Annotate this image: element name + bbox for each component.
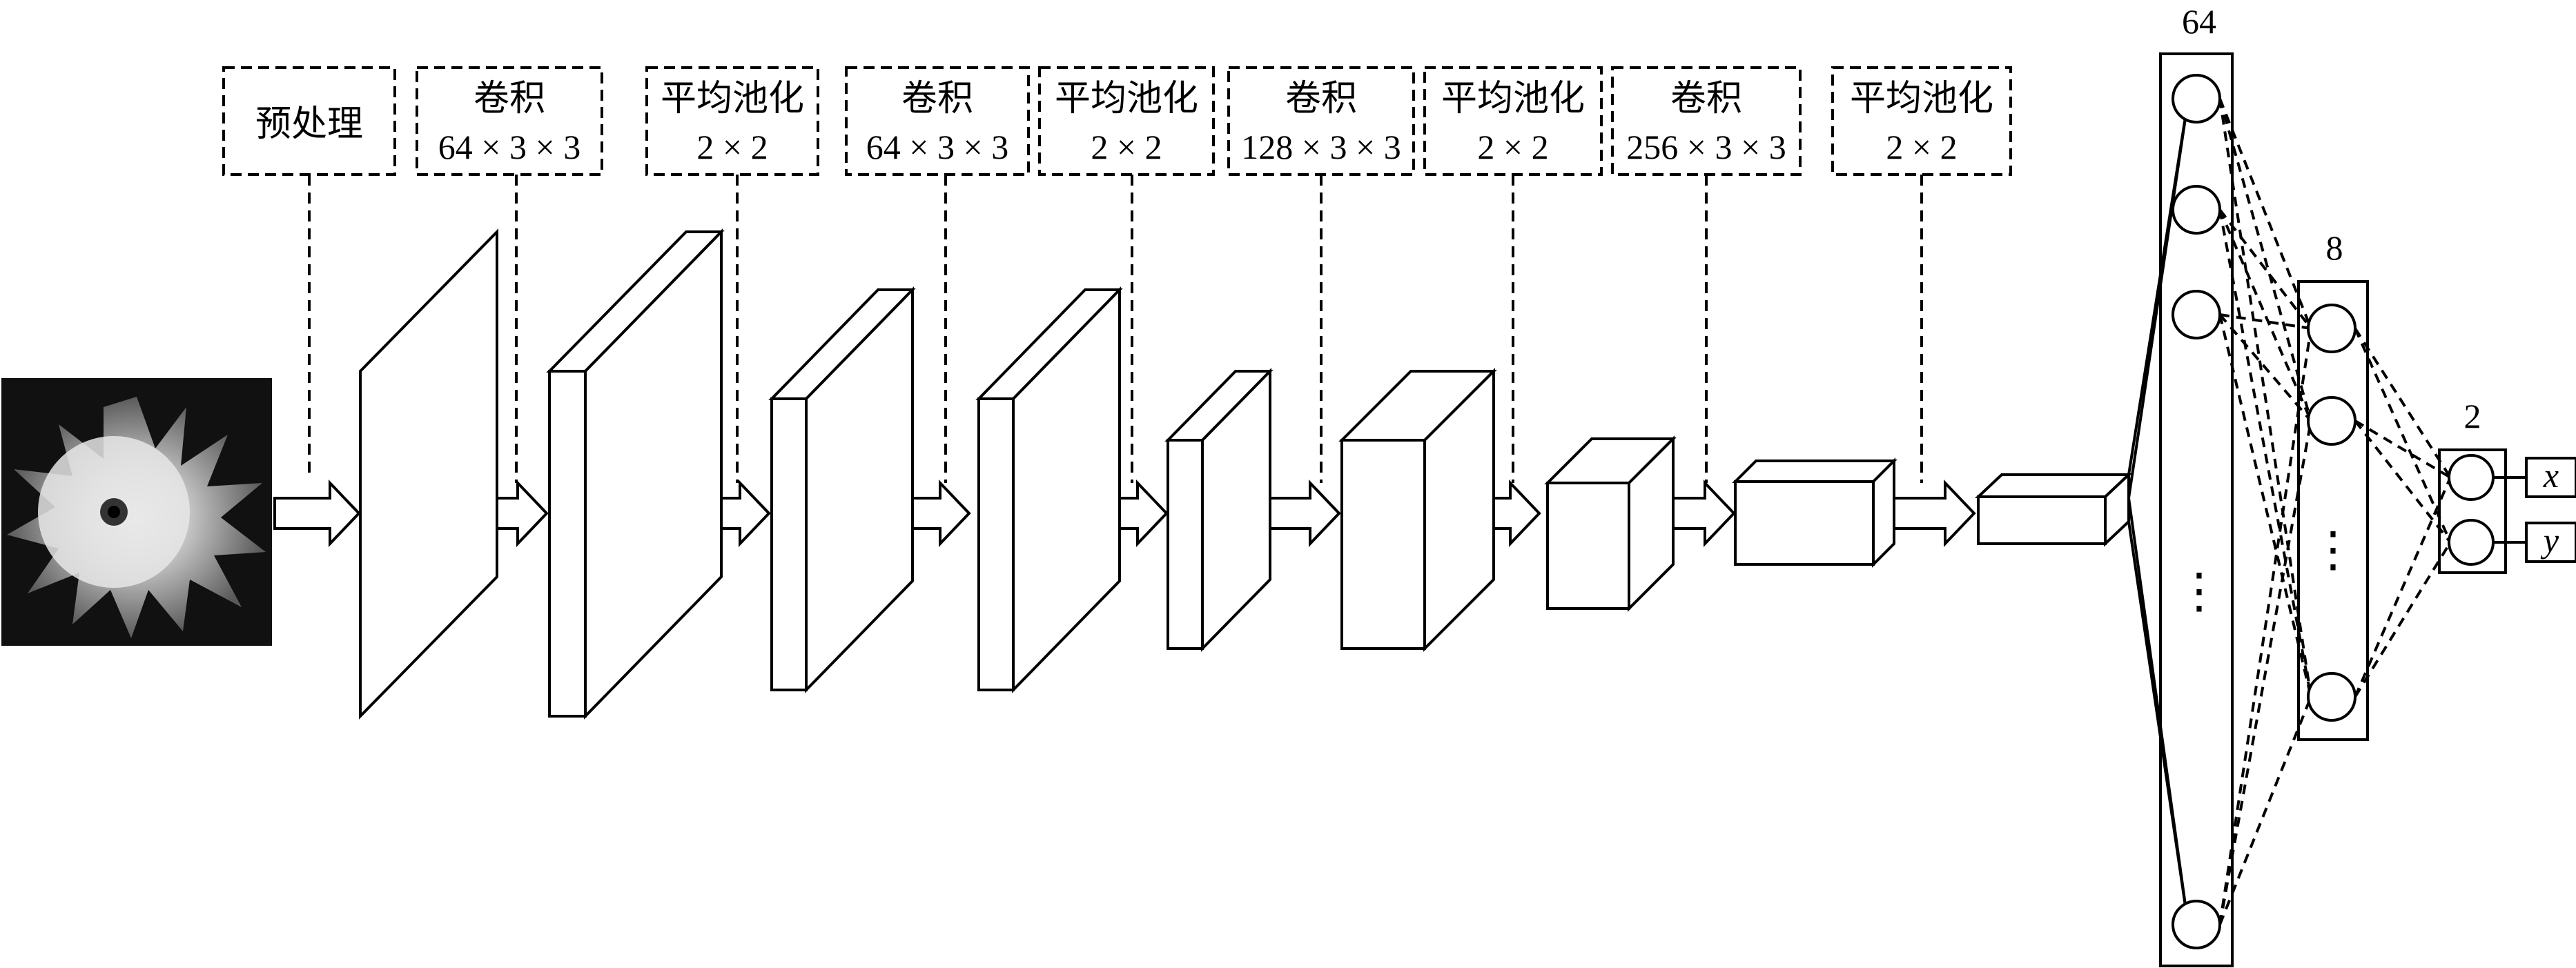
label-preprocess-text: 预处理 [255, 105, 363, 144]
arrow-1 [273, 480, 361, 547]
label-conv1-size: 64 × 3 × 3 [438, 128, 580, 166]
label-pool2: 平均池化 2 × 2 [1038, 66, 1215, 176]
label-conv2-name: 卷积 [901, 79, 973, 119]
feature-map-conv4 [1732, 457, 1897, 568]
label-connectors [308, 175, 1923, 483]
label-conv2-size: 64 × 3 × 3 [866, 128, 1008, 166]
dense-layer-8: 8 ⋮ [2297, 228, 2369, 741]
feature-map-pool4 [1974, 471, 2133, 547]
label-pool3: 平均池化 2 × 2 [1423, 66, 1603, 176]
feature-map-preprocessed [359, 228, 498, 720]
feature-map-pool3 [1544, 435, 1677, 612]
node-out-x [2448, 454, 2495, 501]
label-pool1-name: 平均池化 [661, 79, 804, 119]
output-x-label: x [2543, 456, 2559, 495]
label-conv4: 卷积 256 × 3 × 3 [1611, 66, 1802, 176]
dense-layer-64-label: 64 [2182, 2, 2216, 41]
node-8-3 [2307, 672, 2357, 722]
label-pool1: 平均池化 2 × 2 [645, 66, 819, 176]
label-conv1: 卷积 64 × 3 × 3 [416, 66, 603, 176]
flow-arrows [273, 480, 1976, 547]
node-64-2 [2172, 185, 2221, 235]
label-pool4: 平均池化 2 × 2 [1831, 66, 2012, 176]
label-conv1-name: 卷积 [474, 79, 545, 119]
dense-layer-8-label: 8 [2326, 228, 2343, 267]
node-8-1 [2307, 304, 2357, 353]
label-conv3-size: 128 × 3 × 3 [1241, 128, 1401, 166]
output-y-box: y [2525, 521, 2576, 563]
label-conv4-name: 卷积 [1670, 79, 1742, 119]
feature-maps [359, 228, 2133, 720]
dense-connections-64-8 [2218, 98, 2312, 925]
output-y-label: y [2540, 521, 2559, 560]
label-pool4-size: 2 × 2 [1886, 128, 1957, 166]
dense-layer-8-ellipsis: ⋮ [2309, 524, 2357, 577]
node-64-3 [2172, 290, 2221, 339]
output-x-box: x [2525, 456, 2576, 498]
feature-map-pool1 [768, 286, 916, 693]
label-conv3: 卷积 128 × 3 × 3 [1227, 66, 1415, 176]
label-pool3-size: 2 × 2 [1477, 128, 1548, 166]
feature-map-pool2 [1164, 368, 1274, 652]
node-8-2 [2307, 396, 2357, 446]
output-nodes [2448, 454, 2495, 566]
feature-map-conv3 [1338, 368, 1497, 652]
label-pool4-name: 平均池化 [1850, 79, 1993, 119]
output-links [2493, 476, 2526, 544]
label-pool3-name: 平均池化 [1441, 79, 1585, 119]
label-conv4-size: 256 × 3 × 3 [1626, 128, 1786, 166]
label-conv3-name: 卷积 [1285, 79, 1357, 119]
node-64-4 [2172, 900, 2221, 949]
output-layer-label: 2 [2464, 397, 2481, 435]
label-conv2: 卷积 64 × 3 × 3 [845, 66, 1030, 176]
label-pool2-name: 平均池化 [1055, 79, 1198, 119]
arrow-9 [1890, 480, 1976, 547]
feature-map-conv2 [975, 286, 1123, 693]
node-out-y [2448, 519, 2495, 566]
node-64-1 [2172, 74, 2221, 124]
label-pool1-size: 2 × 2 [696, 128, 768, 166]
input-image [1, 378, 272, 646]
label-preprocess: 预处理 [222, 66, 396, 176]
dense-layer-64-ellipsis: ⋮ [2175, 565, 2223, 618]
dense-connections-8-2 [2354, 327, 2452, 698]
label-pool2-size: 2 × 2 [1091, 128, 1162, 166]
flatten-connections [2127, 99, 2189, 925]
dense-layer-64-nodes [2172, 74, 2221, 949]
dense-layer-64: 64 ⋮ [2159, 2, 2234, 967]
feature-map-conv1 [546, 228, 725, 720]
